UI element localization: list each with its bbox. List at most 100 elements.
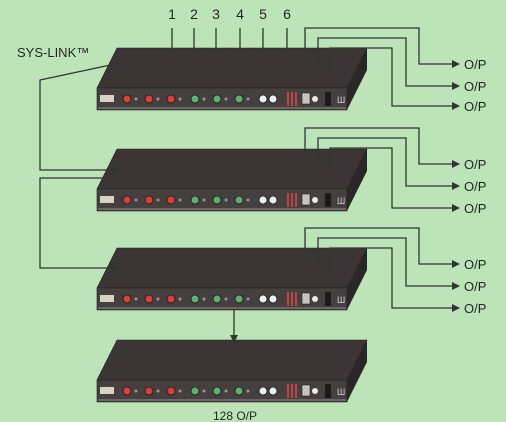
meter-bar <box>291 292 293 306</box>
output-label: O/P <box>464 57 486 72</box>
led-icon <box>202 389 206 393</box>
led-icon <box>246 198 250 202</box>
knob-icon <box>144 294 154 304</box>
indicator-light <box>312 388 318 394</box>
output-label: O/P <box>464 279 486 294</box>
input-number-6: 6 <box>283 6 291 22</box>
output-label: O/P <box>464 201 486 216</box>
output-wire <box>317 137 460 190</box>
knob-icon <box>268 195 278 205</box>
meter-bar <box>291 193 293 207</box>
knob-icon <box>258 94 268 104</box>
connector-slot <box>325 193 331 207</box>
chassis-side <box>347 340 367 402</box>
led-icon <box>178 97 182 101</box>
front-panel <box>96 287 348 311</box>
output-wire <box>304 27 460 68</box>
meter-bar <box>295 292 297 306</box>
router-unit: Ш <box>96 339 368 403</box>
output-label: O/P <box>464 99 486 114</box>
chassis-top <box>96 47 368 89</box>
knob-icon <box>212 195 222 205</box>
led-icon <box>134 97 138 101</box>
sys-link-wire-2 <box>39 177 119 272</box>
meter-bar <box>287 384 289 398</box>
led-icon <box>246 389 250 393</box>
sys-link-label: SYS-LINK™ <box>17 45 89 60</box>
logo-badge-icon <box>100 387 114 394</box>
front-panel <box>96 87 348 111</box>
meter-bar <box>291 92 293 106</box>
output-wire <box>304 227 460 268</box>
front-panel <box>96 188 348 212</box>
knob-icon <box>122 195 132 205</box>
knob-icon <box>258 294 268 304</box>
knob-icon <box>258 386 268 396</box>
knob-icon <box>212 294 222 304</box>
knob-icon <box>166 94 176 104</box>
wires-layer <box>39 27 460 343</box>
meter-bar <box>291 384 293 398</box>
output-wire <box>329 47 460 110</box>
meter-bar <box>295 384 297 398</box>
unit-mark-icon: Ш <box>337 196 345 206</box>
logo-badge-icon <box>100 196 114 203</box>
output-label: O/P <box>464 157 486 172</box>
router-unit: Ш <box>96 47 368 111</box>
output-label: O/P <box>464 179 486 194</box>
output-wire <box>329 247 460 312</box>
meter-bar <box>287 92 289 106</box>
knob-icon <box>234 386 244 396</box>
knob-icon <box>122 386 132 396</box>
knob-icon <box>144 94 154 104</box>
logo-badge-icon <box>100 95 114 102</box>
knob-icon <box>212 94 222 104</box>
knob-icon <box>190 94 200 104</box>
indicator-light <box>312 96 318 102</box>
led-icon <box>134 297 138 301</box>
led-icon <box>246 297 250 301</box>
unit-mark-icon: Ш <box>337 95 345 105</box>
power-switch-icon <box>301 384 311 397</box>
router-unit: Ш <box>96 247 368 311</box>
led-icon <box>178 198 182 202</box>
meter-bar <box>287 193 289 207</box>
knob-icon <box>190 195 200 205</box>
power-switch-icon <box>301 92 311 105</box>
led-icon <box>224 97 228 101</box>
output-label: O/P <box>464 257 486 272</box>
panel-bevel <box>98 107 346 109</box>
led-icon <box>156 97 160 101</box>
knob-icon <box>268 294 278 304</box>
connector-slot <box>325 384 331 398</box>
knob-icon <box>122 94 132 104</box>
units-layer: Ш Ш Ш Ш <box>96 47 368 403</box>
indicator-light <box>312 197 318 203</box>
unit-mark-icon: Ш <box>337 295 345 305</box>
knob-icon <box>166 195 176 205</box>
led-icon <box>156 297 160 301</box>
output-wire <box>304 127 460 168</box>
meter-bar <box>295 193 297 207</box>
panel-bevel <box>98 307 346 309</box>
led-icon <box>156 389 160 393</box>
knob-icon <box>144 386 154 396</box>
knob-icon <box>268 386 278 396</box>
unit-mark-icon: Ш <box>337 387 345 397</box>
led-icon <box>134 198 138 202</box>
knob-icon <box>258 195 268 205</box>
led-icon <box>178 297 182 301</box>
connector-slot <box>325 292 331 306</box>
input-number-3: 3 <box>212 6 220 22</box>
led-icon <box>202 97 206 101</box>
knob-icon <box>166 386 176 396</box>
meter-bar <box>287 292 289 306</box>
led-icon <box>224 198 228 202</box>
output-wire <box>317 237 460 290</box>
output-wire <box>317 37 460 90</box>
led-icon <box>202 297 206 301</box>
knob-icon <box>166 294 176 304</box>
input-number-2: 2 <box>190 6 198 22</box>
chassis-top <box>96 339 368 381</box>
